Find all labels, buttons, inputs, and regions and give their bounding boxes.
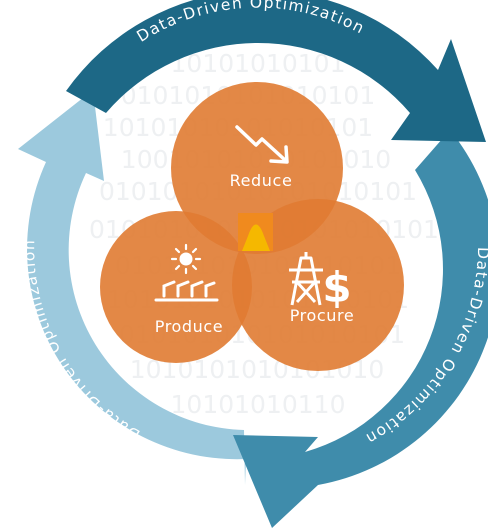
dollar-sign-icon: $ xyxy=(322,263,351,312)
procure-circle xyxy=(232,199,404,371)
center-flame-icon xyxy=(242,224,270,251)
top-cycle-arrow: Data-Driven Optimization xyxy=(66,0,486,142)
produce-label: Produce xyxy=(155,317,224,336)
sun-solar-panel-icon xyxy=(154,243,219,302)
top-arrow-shape xyxy=(66,0,486,142)
power-tower-dollar-icon xyxy=(289,252,323,306)
trend-down-arrow-icon xyxy=(235,125,289,164)
produce-circle xyxy=(100,211,252,363)
left-arrow-shape xyxy=(18,90,246,485)
binary-row: 10101010110 xyxy=(171,390,346,419)
reduce-label: Reduce xyxy=(230,171,293,190)
binary-row: 10101010101 xyxy=(171,49,346,78)
right-arrow-shape xyxy=(233,130,488,528)
procure-label: Procure xyxy=(290,306,355,325)
venn-circles xyxy=(100,82,404,371)
